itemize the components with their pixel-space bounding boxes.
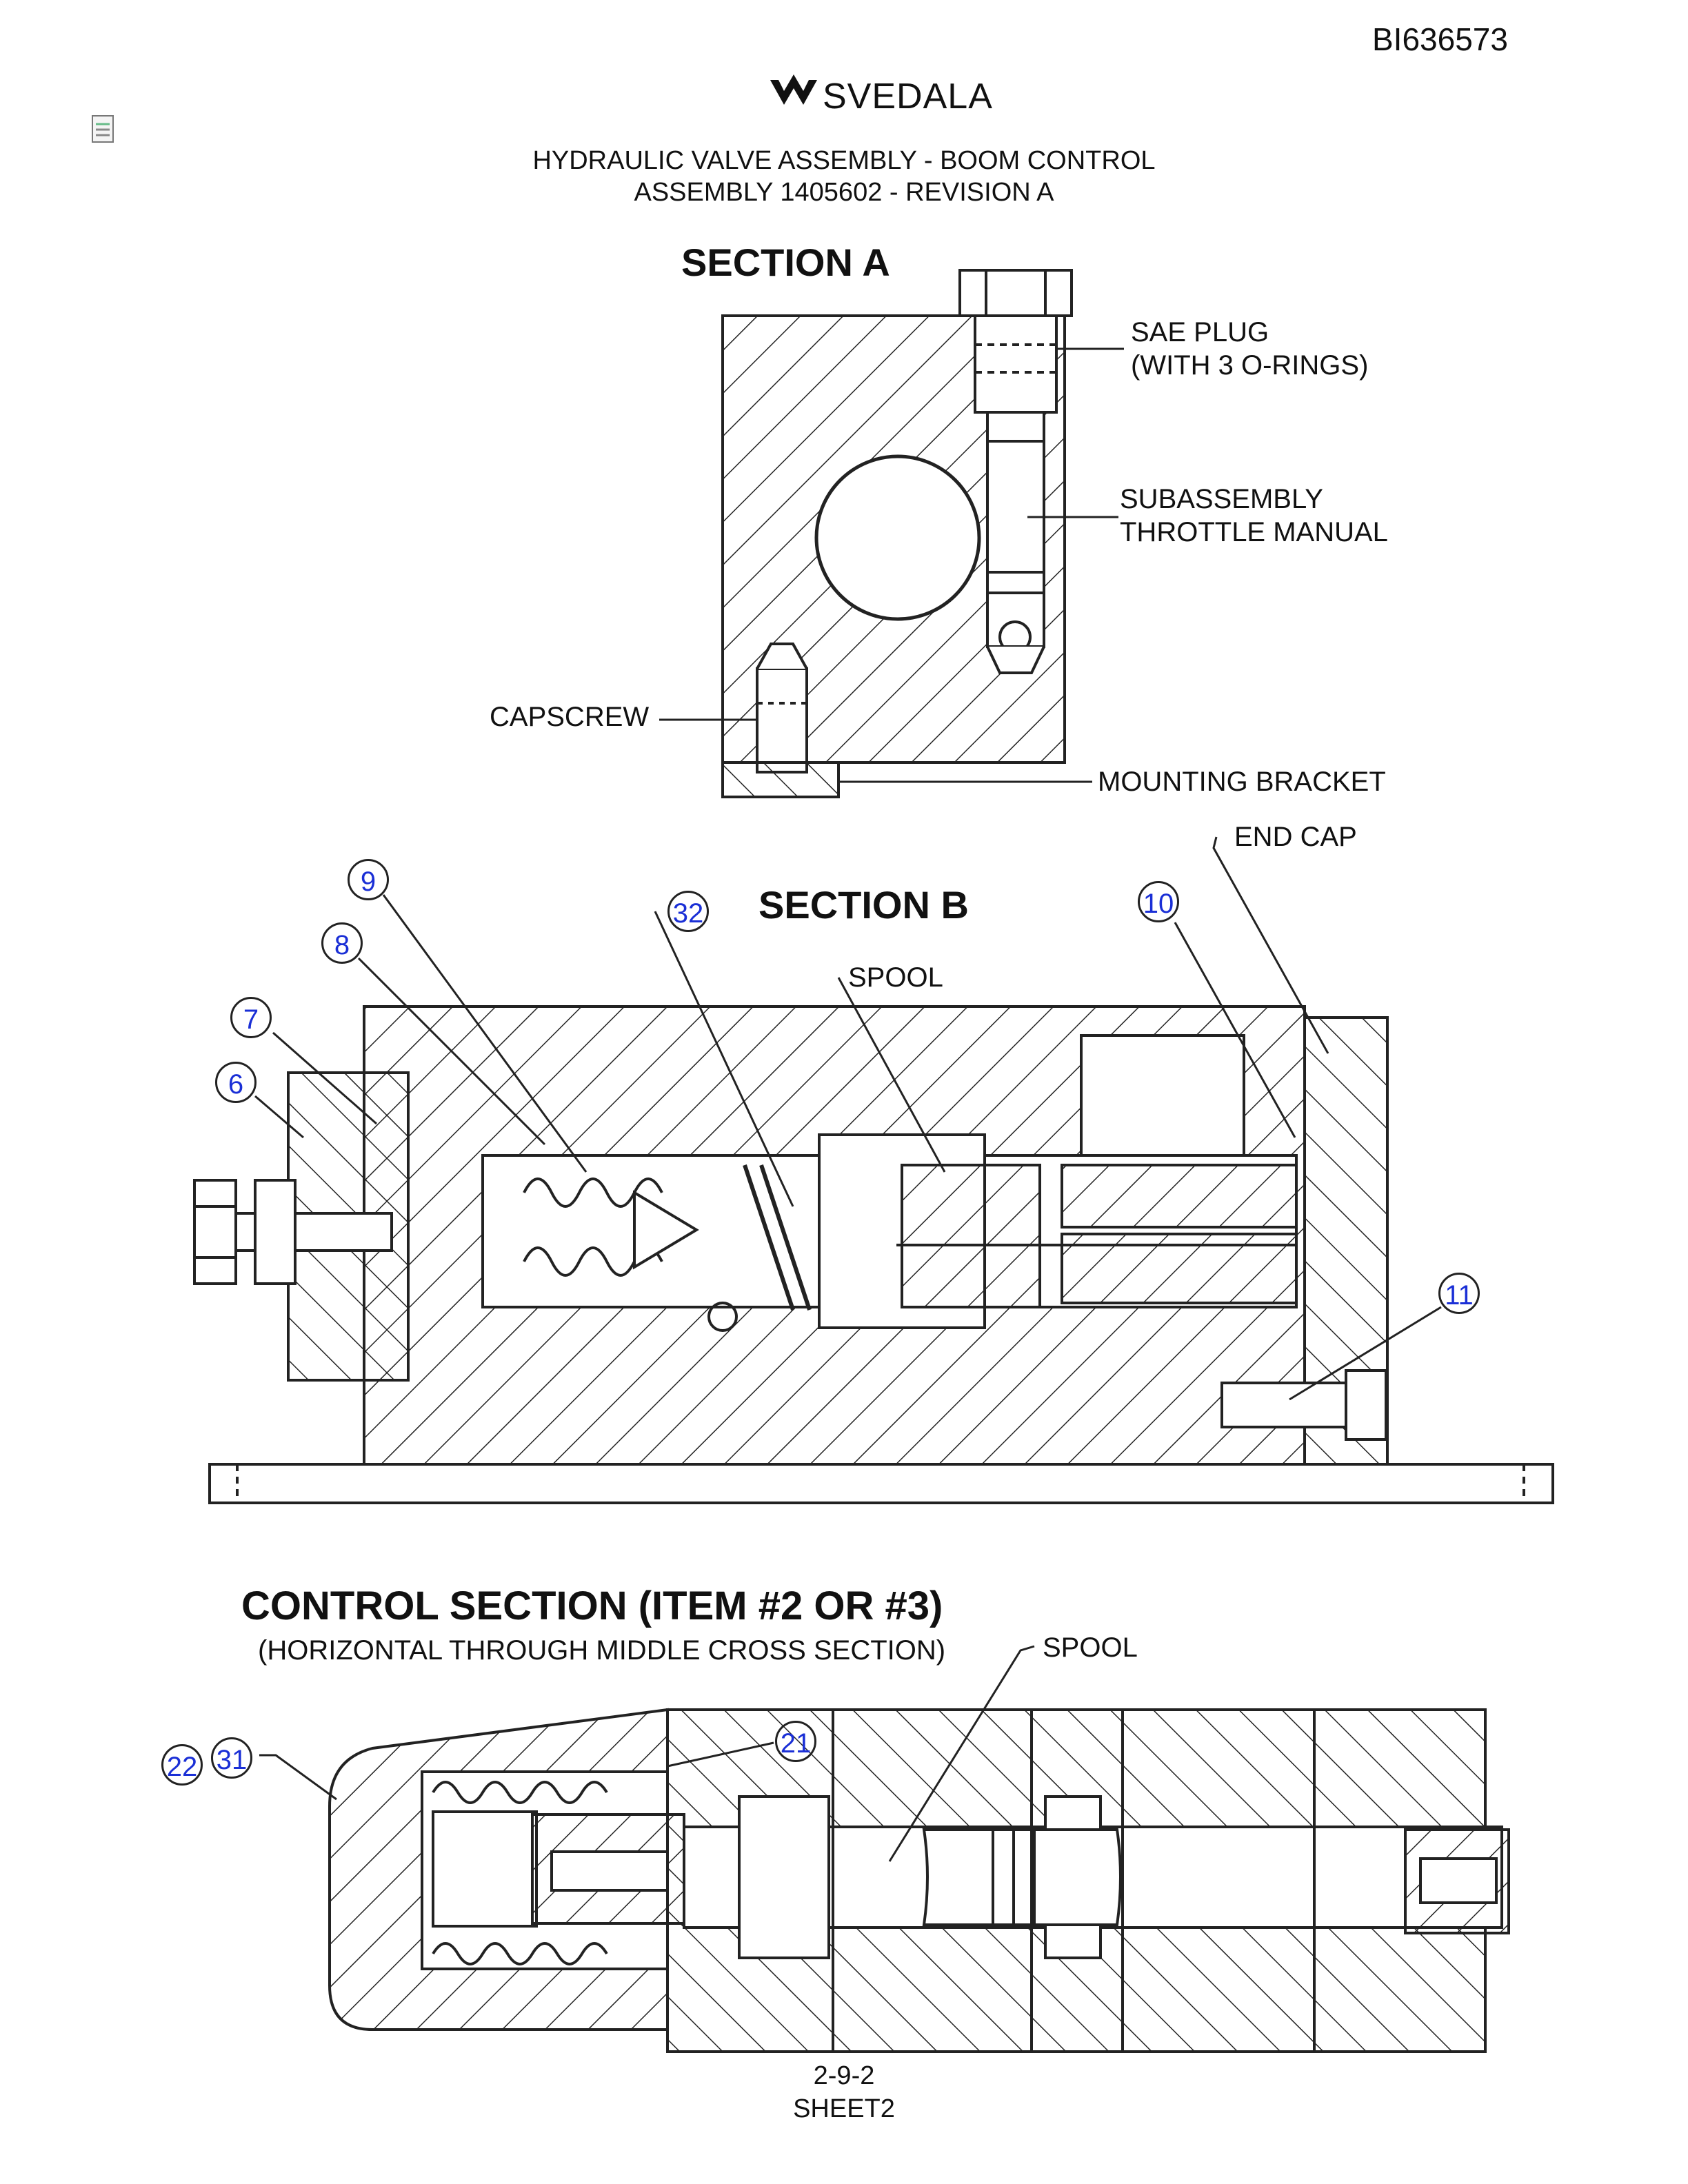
callout-8: 8 (321, 922, 363, 964)
brand-name: SVEDALA (823, 77, 993, 117)
title-line-1: HYDRAULIC VALVE ASSEMBLY - BOOM CONTROL (532, 146, 1156, 175)
sae-plug-label: SAE PLUG (1131, 317, 1269, 347)
control-section-title: CONTROL SECTION (ITEM #2 OR #3) (241, 1584, 943, 1628)
document-id: BI636573 (1372, 21, 1508, 57)
callout-10: 10 (1138, 881, 1179, 922)
control-section-subtitle: (HORIZONTAL THROUGH MIDDLE CROSS SECTION… (258, 1635, 946, 1666)
callout-9: 9 (348, 859, 389, 900)
callout-22: 22 (161, 1744, 203, 1786)
section-b-title: SECTION B (758, 883, 969, 927)
capscrew-label: CAPSCREW (490, 702, 650, 732)
callout-7: 7 (230, 997, 272, 1038)
mounting-bracket-label: MOUNTING BRACKET (1098, 767, 1386, 797)
section-a-title: SECTION A (681, 241, 890, 284)
section-a-drawing (659, 269, 1124, 798)
sheet-label: SHEET2 (793, 2094, 895, 2123)
document-icon[interactable] (91, 114, 116, 145)
callout-6: 6 (215, 1062, 257, 1103)
subassembly-label: SUBASSEMBLY (1120, 484, 1323, 514)
title-line-2: ASSEMBLY 1405602 - REVISION A (634, 178, 1054, 207)
callout-32: 32 (667, 891, 709, 932)
control-spool-label: SPOOL (1043, 1632, 1138, 1663)
throttle-manual-label: THROTTLE MANUAL (1120, 517, 1388, 547)
callout-21: 21 (775, 1721, 816, 1762)
callout-11: 11 (1438, 1273, 1480, 1314)
page-number: 2-9-2 (813, 2061, 875, 2090)
sae-plug-label-2: (WITH 3 O-RINGS) (1131, 350, 1369, 381)
svedala-logo: SVEDALA (769, 74, 992, 117)
callout-31: 31 (211, 1737, 252, 1779)
end-cap-label: END CAP (1234, 822, 1357, 852)
svedala-mark-icon (770, 74, 817, 105)
section-b-drawing (193, 836, 1554, 1504)
control-section-drawing (259, 1645, 1510, 2053)
spool-label: SPOOL (848, 962, 943, 993)
